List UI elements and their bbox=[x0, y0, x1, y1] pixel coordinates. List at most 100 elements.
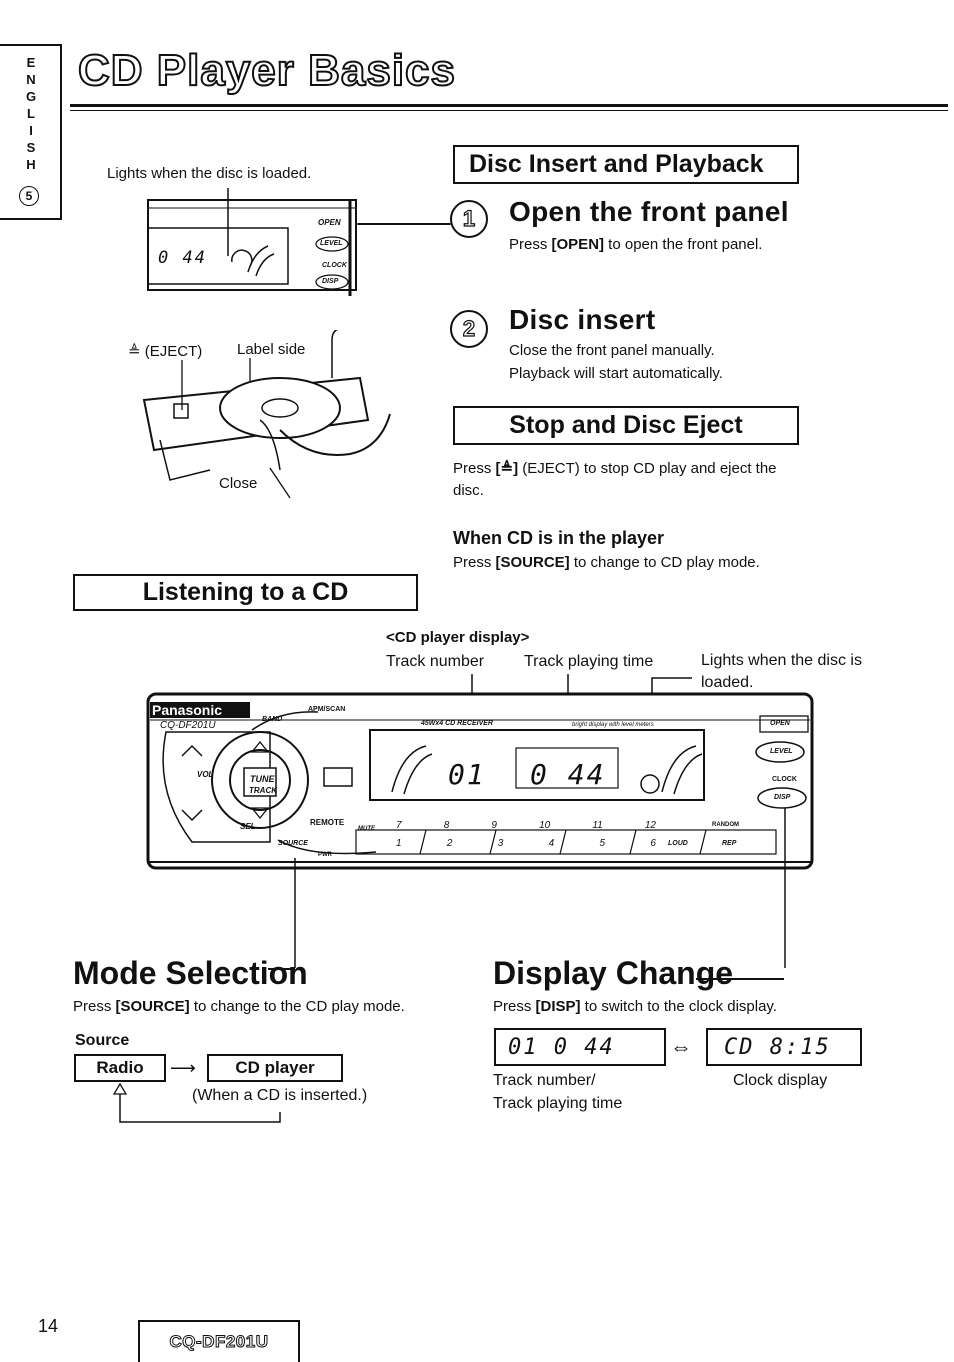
clock-display-box: CD 8:15 bbox=[706, 1028, 862, 1066]
track-time-label: Track playing time bbox=[524, 653, 654, 670]
preset-number: 3 bbox=[497, 838, 504, 849]
page-title: CD Player Basics bbox=[77, 45, 456, 96]
panel-model: CQ-DF201U bbox=[160, 720, 216, 731]
display-change-text: Press [DISP] to switch to the clock disp… bbox=[493, 998, 777, 1015]
panel-remote-label: REMOTE bbox=[310, 818, 345, 827]
lights-label-2: loaded. bbox=[701, 674, 754, 691]
panel-receiver: 45Wx4 CD RECEIVER bbox=[421, 720, 493, 727]
preset-number: 4 bbox=[548, 838, 555, 849]
radio-to-cd-arrow-icon: ⟶ bbox=[170, 1058, 196, 1078]
top-display-illustration bbox=[147, 188, 458, 296]
stop-eject-heading: Stop and Disc Eject bbox=[453, 406, 799, 445]
model-footer-box: CQ-DF201U bbox=[138, 1320, 300, 1362]
mode-selection-connector bbox=[268, 968, 295, 970]
panel-pwr-label: PWR bbox=[318, 852, 332, 858]
side-tab-letter: H bbox=[26, 157, 36, 172]
source-loop-arrow-icon bbox=[112, 1082, 281, 1123]
mode-selection-text: Press [SOURCE] to change to the CD play … bbox=[73, 998, 405, 1015]
preset-number: 2 bbox=[446, 838, 453, 849]
panel-band-button: BAND bbox=[262, 716, 283, 723]
panel-tune-label: TUNE bbox=[250, 774, 275, 784]
top-clock-label: CLOCK bbox=[322, 262, 347, 269]
top-level-button: LEVEL bbox=[320, 240, 343, 247]
panel-track-label: TRACK bbox=[249, 786, 277, 795]
preset-number: 8 bbox=[443, 820, 450, 831]
radio-box: Radio bbox=[74, 1054, 166, 1082]
cd-inserted-note: (When a CD is inserted.) bbox=[192, 1087, 368, 1104]
step2-line2: Playback will start automatically. bbox=[509, 365, 723, 382]
eject-label: ≜ (EJECT) bbox=[128, 343, 203, 360]
when-cd-text: Press [SOURCE] to change to CD play mode… bbox=[453, 554, 760, 571]
preset-number: 9 bbox=[491, 820, 497, 831]
title-rule-thin bbox=[70, 110, 948, 111]
panel-sel-label: SEL bbox=[240, 822, 256, 831]
step1-number: 1 bbox=[450, 200, 488, 238]
disc-insert-heading: Disc Insert and Playback bbox=[453, 145, 799, 184]
display-swap-arrow-icon: ⇔ bbox=[670, 1034, 692, 1059]
panel-apm-label: APM/SCAN bbox=[308, 706, 346, 713]
source-label: Source bbox=[75, 1032, 130, 1049]
preset-number: 5 bbox=[599, 838, 606, 849]
track-display-box: 01 0 44 bbox=[494, 1028, 666, 1066]
panel-brand: Panasonic bbox=[152, 702, 223, 718]
step1-title: Open the front panel bbox=[509, 196, 789, 227]
mode-selection-heading: Mode Selection bbox=[73, 955, 308, 991]
track-number-label: Track number bbox=[386, 653, 485, 670]
stop-eject-text: Press [≜] (EJECT) to stop CD play and ej… bbox=[453, 460, 777, 499]
step2-number: 2 bbox=[450, 310, 488, 348]
side-tab-letter: N bbox=[26, 72, 36, 87]
lights-label-1: Lights when the disc is bbox=[701, 652, 862, 669]
preset-number: 11 bbox=[592, 820, 603, 831]
preset-numbers-top: 7 8 9 10 11 12 bbox=[396, 820, 656, 831]
display-change-connector bbox=[696, 978, 784, 980]
title-rule bbox=[70, 104, 948, 107]
preset-numbers-bottom: 1 2 3 4 5 6 bbox=[396, 838, 656, 849]
track-number-time-label-1: Track number/ bbox=[493, 1072, 596, 1089]
preset-number: 12 bbox=[644, 820, 656, 831]
side-tab-letter: I bbox=[29, 123, 33, 138]
panel-display-note: bright display with level meters bbox=[572, 722, 654, 728]
display-change-heading: Display Change bbox=[493, 955, 734, 991]
side-tab-letter: S bbox=[26, 140, 36, 155]
panel-rep-button: REP bbox=[722, 840, 737, 847]
panel-level-button: LEVEL bbox=[770, 748, 793, 755]
panel-mute-label: MUTE bbox=[358, 826, 375, 832]
panel-vol-label: VOL bbox=[197, 770, 214, 779]
side-tab-letter: L bbox=[27, 106, 35, 121]
panel-clock-label: CLOCK bbox=[772, 776, 797, 783]
listening-heading: Listening to a CD bbox=[73, 574, 418, 611]
panel-display-time: 0 44 bbox=[530, 758, 606, 791]
when-cd-heading: When CD is in the player bbox=[453, 528, 665, 548]
step1-text: Press [OPEN] to open the front panel. bbox=[509, 236, 763, 253]
side-tab-letter: G bbox=[25, 89, 37, 104]
cd-display-title: <CD player display> bbox=[386, 629, 530, 646]
side-tab-letter: E bbox=[26, 55, 36, 70]
preset-number: 1 bbox=[396, 838, 402, 849]
label-side-label: Label side bbox=[237, 341, 306, 358]
preset-number: 7 bbox=[396, 820, 402, 831]
clock-display-label: Clock display bbox=[733, 1072, 828, 1089]
top-display-readout: 0 44 bbox=[158, 248, 207, 268]
side-tab-number: 5 bbox=[19, 186, 39, 206]
close-label: Close bbox=[219, 475, 258, 492]
panel-disp-button: DISP bbox=[774, 794, 791, 801]
top-disp-button: DISP bbox=[322, 278, 339, 285]
track-number-time-label-2: Track playing time bbox=[493, 1095, 623, 1112]
disc-insert-illustration bbox=[142, 330, 391, 499]
panel-source-button: SOURCE bbox=[278, 840, 308, 847]
preset-number: 6 bbox=[650, 838, 656, 849]
panel-random-label: RANDOM bbox=[712, 822, 739, 828]
preset-number: 10 bbox=[539, 820, 551, 831]
panel-loud-button: LOUD bbox=[668, 840, 688, 847]
step2-line1: Close the front panel manually. bbox=[509, 342, 715, 359]
front-panel-illustration bbox=[146, 674, 814, 968]
page-number: 14 bbox=[38, 1316, 59, 1336]
top-open-button: OPEN bbox=[318, 218, 341, 227]
step1-connector bbox=[358, 223, 450, 225]
panel-open-button: OPEN bbox=[770, 720, 790, 727]
step2-title: Disc insert bbox=[509, 304, 656, 335]
panel-display-track: 01 bbox=[448, 758, 486, 791]
cd-player-box: CD player bbox=[207, 1054, 343, 1082]
